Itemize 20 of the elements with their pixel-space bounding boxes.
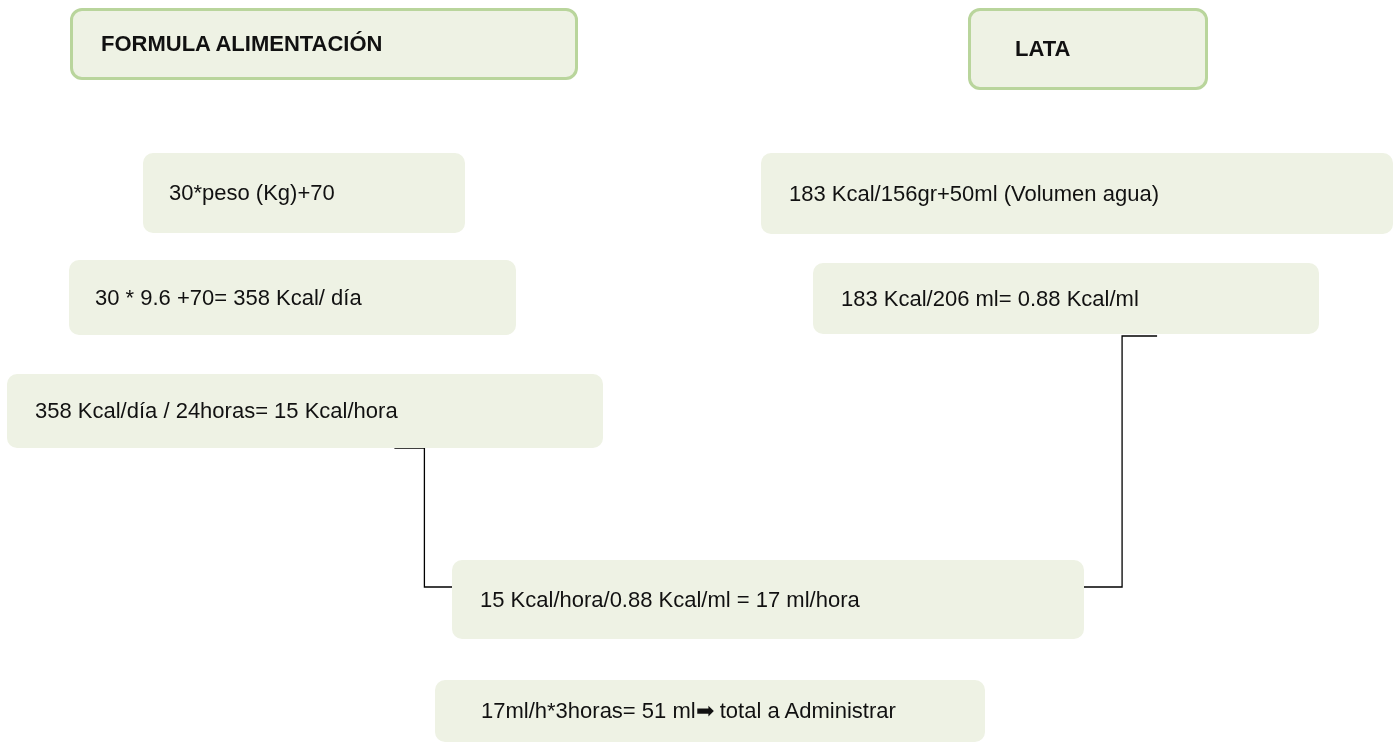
connector-line <box>1083 335 1158 588</box>
formula-box <box>7 374 603 448</box>
formula-box <box>143 153 465 233</box>
connector-line <box>393 447 453 588</box>
formula-box <box>452 560 1084 639</box>
formula-text: 17ml/h*3horas= 51 ml➡ total a Administrar <box>481 698 896 724</box>
heading-box <box>70 8 578 80</box>
heading-text: LATA <box>1015 36 1071 62</box>
formula-box <box>69 260 516 335</box>
formula-text: 183 Kcal/206 ml= 0.88 Kcal/ml <box>841 285 1139 312</box>
formula-text: 15 Kcal/hora/0.88 Kcal/ml = 17 ml/hora <box>480 586 860 613</box>
formula-box <box>813 263 1319 334</box>
formula-text: 30 * 9.6 +70= 358 Kcal/ día <box>95 284 362 311</box>
formula-box <box>435 680 985 742</box>
formula-box <box>761 153 1393 234</box>
heading-box <box>968 8 1208 90</box>
heading-text: FORMULA ALIMENTACIÓN <box>101 31 383 57</box>
formula-text: 358 Kcal/día / 24horas= 15 Kcal/hora <box>35 398 398 424</box>
formula-text: 30*peso (Kg)+70 <box>169 180 335 206</box>
formula-text: 183 Kcal/156gr+50ml (Volumen agua) <box>789 180 1159 207</box>
